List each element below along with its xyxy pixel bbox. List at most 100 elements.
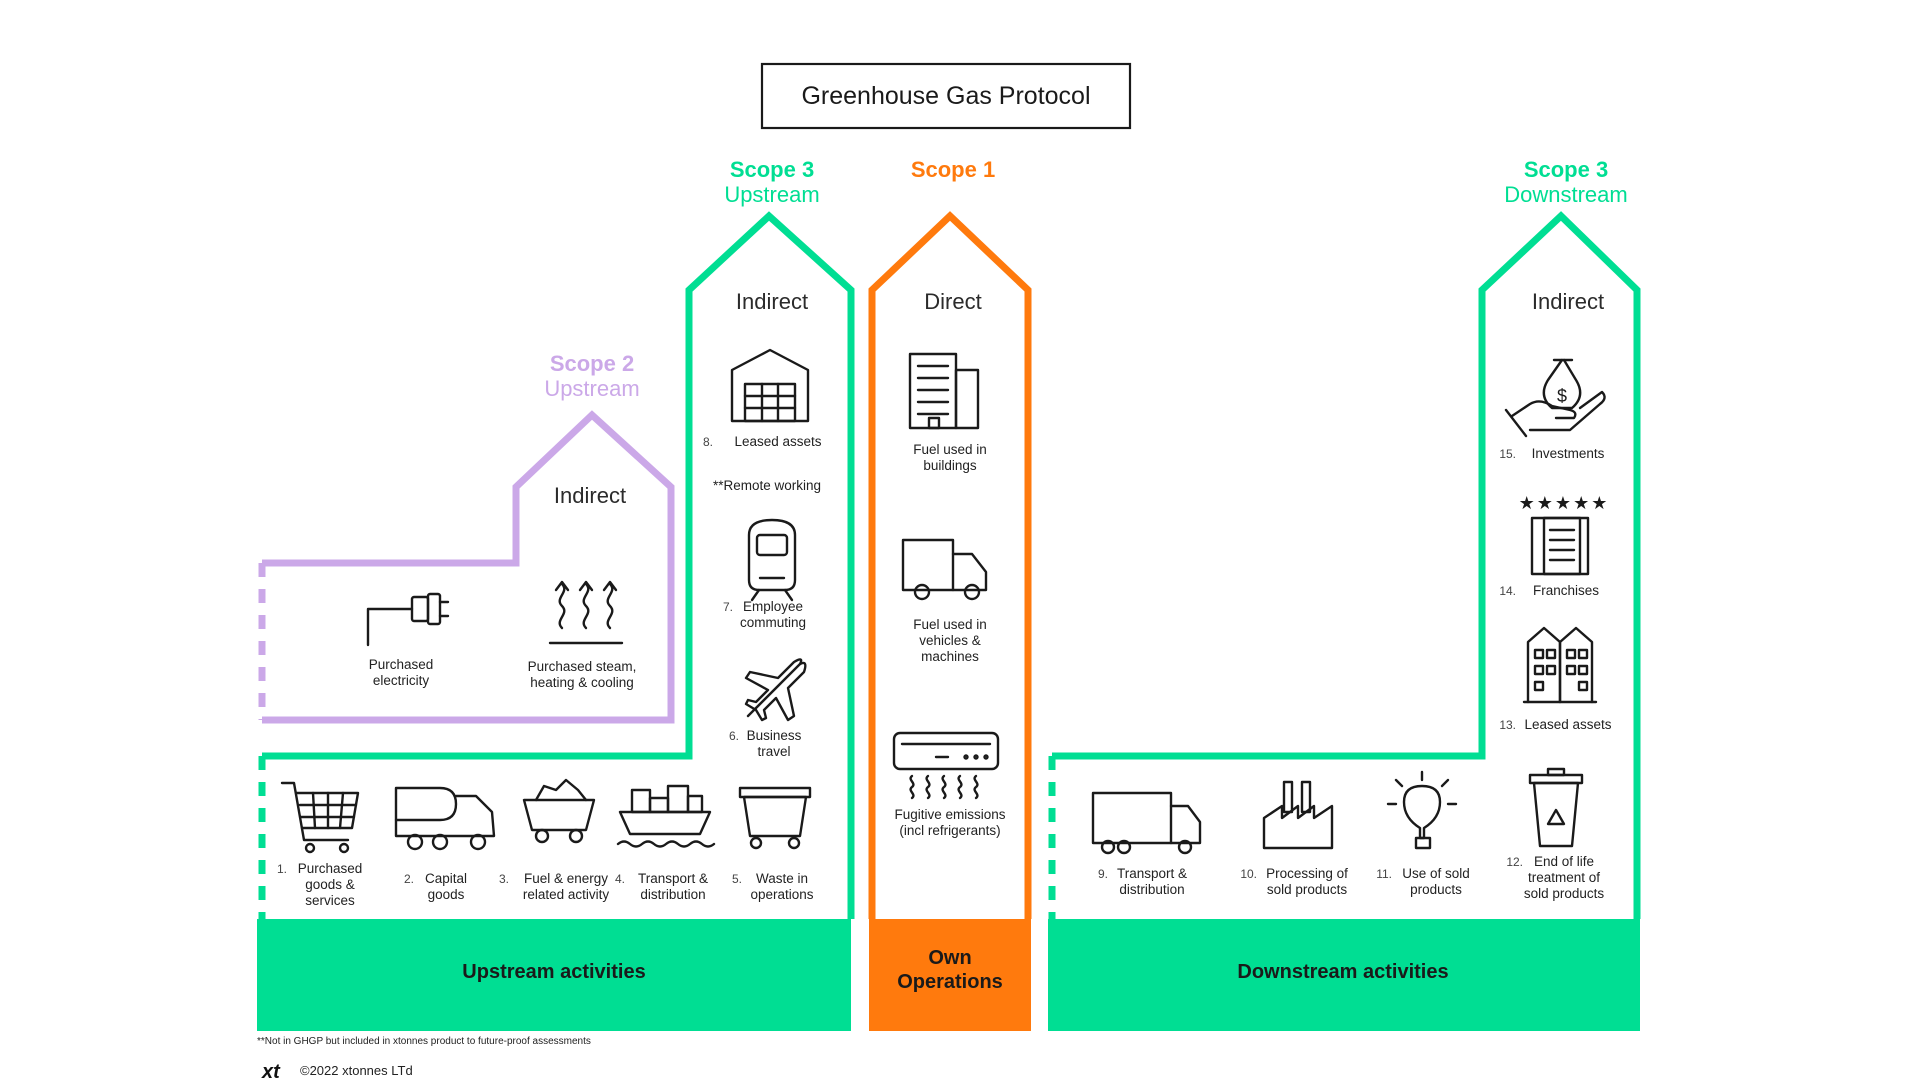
scope3-downstream-item-number-0: 15. xyxy=(1499,447,1516,461)
page-title: Greenhouse Gas Protocol xyxy=(801,82,1090,110)
scope2-subtitle: Upstream xyxy=(544,376,639,401)
upstream-item-number-3: 4. xyxy=(615,872,625,886)
footnote: **Not in GHGP but included in xtonnes pr… xyxy=(257,1036,591,1047)
scope3-upstream-outline xyxy=(262,211,855,919)
scope3-upstream-item-label-1-line-0: **Remote working xyxy=(713,478,821,493)
cargo-ship-icon xyxy=(616,784,716,848)
scope3-upstream-heading: Indirect xyxy=(736,289,808,314)
downstream-item-label-2-line-1: products xyxy=(1410,882,1462,897)
upstream-band xyxy=(257,919,851,1031)
scope3-downstream-title: Scope 3 xyxy=(1524,157,1608,182)
scope3-upstream-item-number-0: 8. xyxy=(703,435,713,449)
scope2-outline xyxy=(262,410,675,724)
upstream-item-label-0-line-2: services xyxy=(305,893,355,908)
scope3-upstream-title: Scope 3 xyxy=(730,157,814,182)
scope1-item-label-1-line-2: machines xyxy=(921,649,979,664)
scope1-heading: Direct xyxy=(924,289,981,314)
scope2-item-label-1-line-1: heating & cooling xyxy=(530,675,634,690)
scope2-heading: Indirect xyxy=(554,483,626,508)
upstream-item-label-2-line-1: related activity xyxy=(523,887,610,902)
scope1-item-label-1-line-1: vehicles & xyxy=(919,633,981,648)
scope3-downstream-item-label-2-line-0: Leased assets xyxy=(1524,717,1611,732)
office-building-icon xyxy=(908,352,980,430)
hotel-icon: ★★★★★ xyxy=(1519,493,1607,576)
upstream-item-number-4: 5. xyxy=(732,872,742,886)
truck-icon xyxy=(901,538,988,601)
title-box: Greenhouse Gas Protocol xyxy=(760,62,1132,130)
scope2-item-label-0-line-0: Purchased xyxy=(369,657,434,672)
downstream-item-label-3-line-1: treatment of xyxy=(1528,870,1600,885)
upstream-item-number-2: 3. xyxy=(499,872,509,886)
air-conditioner-icon xyxy=(892,731,1000,800)
upstream-item-label-3-line-0: Transport & xyxy=(638,871,708,886)
downstream-item-label-1-line-0: Processing of xyxy=(1266,866,1348,881)
upstream-item-number-1: 2. xyxy=(404,872,414,886)
scope3-upstream-item-label-2-line-1: commuting xyxy=(740,615,806,630)
downstream-item-label-3-line-2: sold products xyxy=(1524,886,1605,901)
scope3-upstream-item-number-3: 6. xyxy=(729,729,739,743)
downstream-item-number-2: 11. xyxy=(1376,867,1392,881)
scope1-title: Scope 1 xyxy=(911,157,995,182)
downstream-item-number-3: 12. xyxy=(1506,855,1523,869)
downstream-item-label-0-line-0: Transport & xyxy=(1117,866,1187,881)
scope3-upstream-item-number-2: 7. xyxy=(723,600,733,614)
lightbulb-icon xyxy=(1386,770,1458,850)
scope1-item-label-0-line-1: buildings xyxy=(923,458,977,473)
xtonnes-logo: xt xyxy=(261,1061,281,1080)
dumpster-icon xyxy=(738,786,812,850)
scope1-outline xyxy=(868,211,1032,919)
airplane-icon xyxy=(744,658,807,722)
scope3-downstream-outline xyxy=(1052,211,1641,919)
upstream-item-label-2-line-0: Fuel & energy xyxy=(524,871,608,886)
apartment-icon xyxy=(1522,626,1598,704)
scope3-downstream-item-label-1-line-0: Franchises xyxy=(1533,583,1599,598)
upstream-item-label-4-line-0: Waste in xyxy=(756,871,808,886)
scope2-item-label-0-line-1: electricity xyxy=(373,673,430,688)
upstream-item-label-4-line-1: operations xyxy=(750,887,813,902)
shopping-cart-icon xyxy=(280,781,360,854)
warehouse-icon xyxy=(730,348,810,423)
scope3-upstream-item-label-2-line-0: Employee xyxy=(743,599,803,614)
train-icon xyxy=(747,518,797,602)
scope1-item-label-2-line-0: Fugitive emissions xyxy=(894,807,1005,822)
upstream-item-label-0-line-1: goods & xyxy=(305,877,355,892)
scope3-downstream-item-number-2: 13. xyxy=(1499,718,1516,732)
investment-icon: $ xyxy=(1504,358,1606,438)
downstream-item-label-1-line-1: sold products xyxy=(1267,882,1348,897)
upstream-band-label: Upstream activities xyxy=(462,961,645,983)
downstream-item-label-3-line-0: End of life xyxy=(1534,854,1594,869)
coal-cart-icon xyxy=(522,778,596,844)
own-operations-label-1: Own xyxy=(928,947,971,969)
upstream-item-number-0: 1. xyxy=(277,862,287,876)
scope3-downstream-item-label-0-line-0: Investments xyxy=(1532,446,1605,461)
scope3-downstream-heading: Indirect xyxy=(1532,289,1604,314)
svg-text:$: $ xyxy=(1557,386,1567,406)
upstream-item-label-1-line-0: Capital xyxy=(425,871,467,886)
cement-truck-icon xyxy=(394,786,496,851)
downstream-item-number-0: 9. xyxy=(1098,867,1108,881)
scope2-item-label-1-line-0: Purchased steam, xyxy=(528,659,637,674)
upstream-item-label-3-line-1: distribution xyxy=(640,887,705,902)
scope3-upstream-item-label-0-line-0: Leased assets xyxy=(734,434,821,449)
downstream-band xyxy=(1048,919,1640,1031)
factory-icon xyxy=(1262,780,1334,850)
recycle-bin-icon xyxy=(1528,767,1584,848)
scope1-item-label-1-line-0: Fuel used in xyxy=(913,617,987,632)
downstream-item-label-2-line-0: Use of sold xyxy=(1402,866,1470,881)
scope1-item-label-0-line-0: Fuel used in xyxy=(913,442,987,457)
scope2-title: Scope 2 xyxy=(550,351,634,376)
heat-icon xyxy=(548,580,624,645)
scope3-upstream-item-label-3-line-0: Business xyxy=(747,728,802,743)
scope1-item-label-2-line-1: (incl refrigerants) xyxy=(899,823,1000,838)
own-operations-label-2: Operations xyxy=(897,971,1003,993)
copyright-text: ©2022 xtonnes LTd xyxy=(300,1063,413,1078)
scope3-downstream-item-number-1: 14. xyxy=(1499,584,1516,598)
upstream-item-label-1-line-1: goods xyxy=(428,887,465,902)
scope3-upstream-item-label-3-line-1: travel xyxy=(757,744,790,759)
downstream-item-number-1: 10. xyxy=(1240,867,1257,881)
downstream-item-label-0-line-1: distribution xyxy=(1119,882,1184,897)
delivery-truck-icon xyxy=(1091,791,1202,855)
